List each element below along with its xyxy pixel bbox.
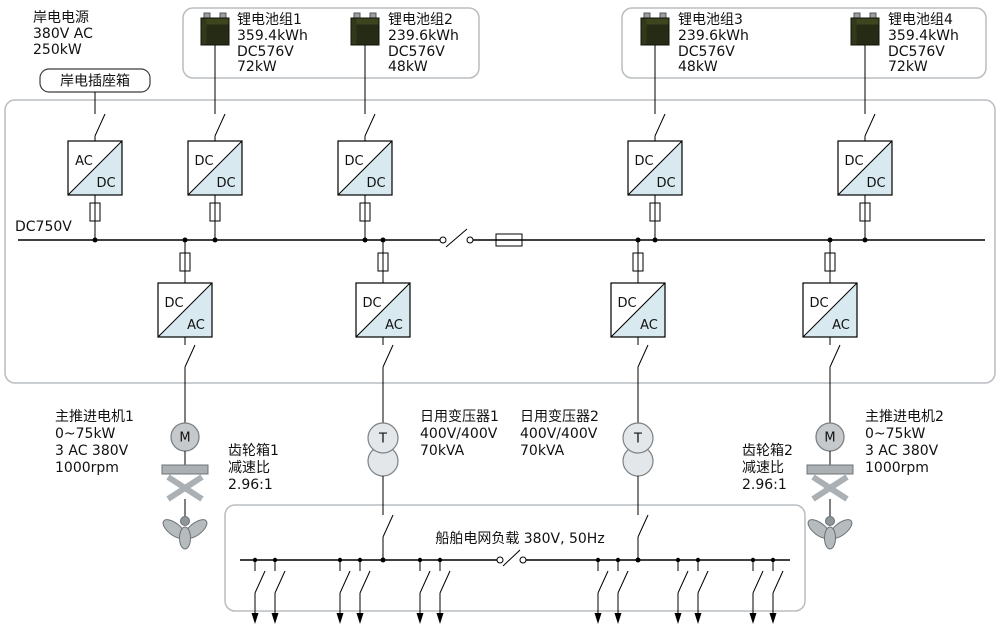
transformer-name: 日用变压器2 [520, 409, 599, 425]
gearbox-name: 齿轮箱2 [742, 443, 793, 459]
battery-group-1-frame [182, 7, 480, 79]
battery-name: 锂电池组3 [678, 12, 743, 28]
shore-name: 岸电电源 [33, 10, 89, 26]
bus-tie-contact [466, 236, 474, 244]
battery-branch-3: 锂电池组3 239.6kWh DC576V 48kW [627, 12, 749, 240]
battery-voltage: DC576V [888, 44, 945, 60]
gearbox-label: 减速比 [228, 460, 270, 476]
gearbox-icon [807, 465, 853, 499]
propulsion-train-2: 齿轮箱2 减速比 2.96:1 主推进电机2 0~75kW 3 AC 380V … [742, 409, 944, 550]
battery-power: 48kW [388, 59, 428, 75]
gearbox-ratio: 2.96:1 [228, 477, 273, 493]
inverter-branch-1 [157, 240, 213, 423]
section-frames [4, 7, 996, 612]
battery-icon [850, 12, 880, 46]
transformer-ratio: 400V/400V [520, 426, 598, 442]
service-transformer-2: 日用变压器2 400V/400V 70kVA [520, 409, 654, 560]
motor-power: 0~75kW [865, 426, 926, 442]
motor-power: 0~75kW [55, 426, 116, 442]
battery-capacity: 239.6kWh [388, 28, 459, 44]
bus-tie-fuse [495, 233, 523, 247]
transformer-icon [622, 422, 654, 477]
gearbox-name: 齿轮箱1 [228, 443, 279, 459]
propeller-icon [804, 515, 856, 550]
battery-icon [350, 12, 380, 46]
inverter-branch-3 [610, 240, 666, 423]
load-junction-dot [380, 557, 386, 563]
transformer-icon [367, 422, 399, 477]
gearbox-icon [162, 465, 208, 499]
battery-branch-2: 锂电池组2 239.6kWh DC576V 48kW [337, 12, 459, 240]
bus-tie-contact [439, 236, 447, 244]
load-tie-contact [496, 556, 504, 564]
dc-bus-label: DC750V [15, 219, 72, 235]
battery-branch-4: 锂电池组4 359.4kWh DC576V 72kW [837, 12, 959, 240]
ship-load-frame [224, 504, 806, 612]
shore-power-rating: 250kW [33, 42, 82, 58]
motor-voltage: 3 AC 380V [865, 443, 939, 459]
transformer-power: 70kVA [520, 443, 565, 459]
motor-voltage: 3 AC 380V [55, 443, 129, 459]
motor-speed: 1000rpm [55, 460, 119, 476]
battery-capacity: 359.4kWh [237, 28, 308, 44]
bus-tie-switch [445, 228, 468, 248]
battery-voltage: DC576V [237, 44, 294, 60]
motor-name: 主推进电机2 [865, 409, 944, 425]
battery-group-2-frame [621, 7, 987, 79]
ship-grid-load: 船舶电网负载 380V, 50Hz [240, 531, 790, 625]
battery-capacity: 359.4kWh [888, 28, 959, 44]
inverter-branch-4 [802, 240, 858, 423]
battery-voltage: DC576V [678, 44, 735, 60]
transformer-ratio: 400V/400V [420, 426, 498, 442]
motor-icon [815, 422, 845, 452]
battery-power: 72kW [888, 59, 928, 75]
battery-name: 锂电池组1 [237, 12, 302, 28]
transformer-power: 70kVA [420, 443, 465, 459]
gearbox-label: 减速比 [742, 460, 784, 476]
battery-capacity: 239.6kWh [678, 28, 749, 44]
battery-name: 锂电池组4 [888, 12, 953, 28]
propeller-icon [159, 515, 211, 550]
battery-power: 48kW [678, 59, 718, 75]
load-tie-contact [519, 556, 527, 564]
battery-icon [640, 12, 670, 46]
shore-power-branch: 岸电电源 380V AC 250kW 岸电插座箱 [33, 10, 151, 240]
gearbox-ratio: 2.96:1 [742, 477, 787, 493]
propulsion-train-1: 主推进电机1 0~75kW 3 AC 380V 1000rpm 齿轮箱1 减速比… [55, 409, 279, 550]
converter-section-frame [4, 99, 996, 384]
service-transformer-1: 日用变压器1 400V/400V 70kVA [367, 409, 499, 560]
battery-name: 锂电池组2 [388, 12, 453, 28]
dc-bus: DC750V [15, 219, 985, 248]
motor-name: 主推进电机1 [55, 409, 134, 425]
battery-icon [200, 12, 230, 46]
load-title: 船舶电网负载 380V, 50Hz [435, 531, 604, 547]
shore-socket-label: 岸电插座箱 [60, 74, 130, 90]
battery-voltage: DC576V [388, 44, 445, 60]
transformer-name: 日用变压器1 [420, 409, 499, 425]
battery-branch-1: 锂电池组1 359.4kWh DC576V 72kW [187, 12, 308, 240]
shore-voltage: 380V AC [33, 26, 93, 42]
motor-icon [170, 422, 200, 452]
battery-power: 72kW [237, 59, 277, 75]
load-tie-switch [502, 549, 521, 567]
inverter-branch-2 [355, 240, 411, 423]
motor-speed: 1000rpm [865, 460, 929, 476]
load-junction-dot [635, 557, 641, 563]
